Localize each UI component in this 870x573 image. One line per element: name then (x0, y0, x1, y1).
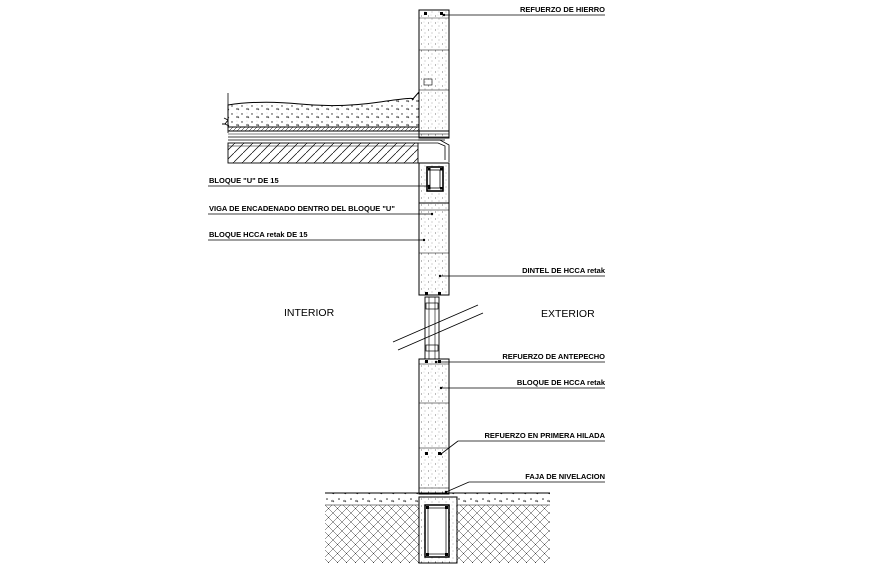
lower-wall (418, 358, 450, 495)
label-exterior: EXTERIOR (541, 308, 595, 320)
upper-wall (418, 9, 450, 139)
label-faja-nivelacion: FAJA DE NIVELACION (525, 472, 605, 481)
window-frame (392, 296, 484, 360)
floor-slab (222, 90, 450, 164)
label-bloque-hcca: BLOQUE DE HCCA retak (517, 378, 606, 387)
label-refuerzo-antepecho: REFUERZO DE ANTEPECHO (502, 352, 605, 361)
label-refuerzo-hierro: REFUERZO DE HIERRO (520, 5, 605, 14)
label-bloque-hcca-15: BLOQUE HCCA retak DE 15 (209, 230, 308, 239)
label-bloque-u: BLOQUE "U" DE 15 (209, 176, 279, 185)
label-interior: INTERIOR (284, 307, 335, 319)
leader-lines (208, 14, 605, 493)
leader-arrow-dots (422, 13, 448, 494)
label-refuerzo-hilada: REFUERZO EN PRIMERA HILADA (484, 431, 605, 440)
label-viga-encadenado: VIGA DE ENCADENADO DENTRO DEL BLOQUE "U" (209, 204, 395, 213)
label-dintel: DINTEL DE HCCA retak (522, 266, 606, 275)
ground-foundation (325, 492, 550, 564)
u-block (418, 162, 450, 204)
mid-wall (418, 202, 450, 296)
